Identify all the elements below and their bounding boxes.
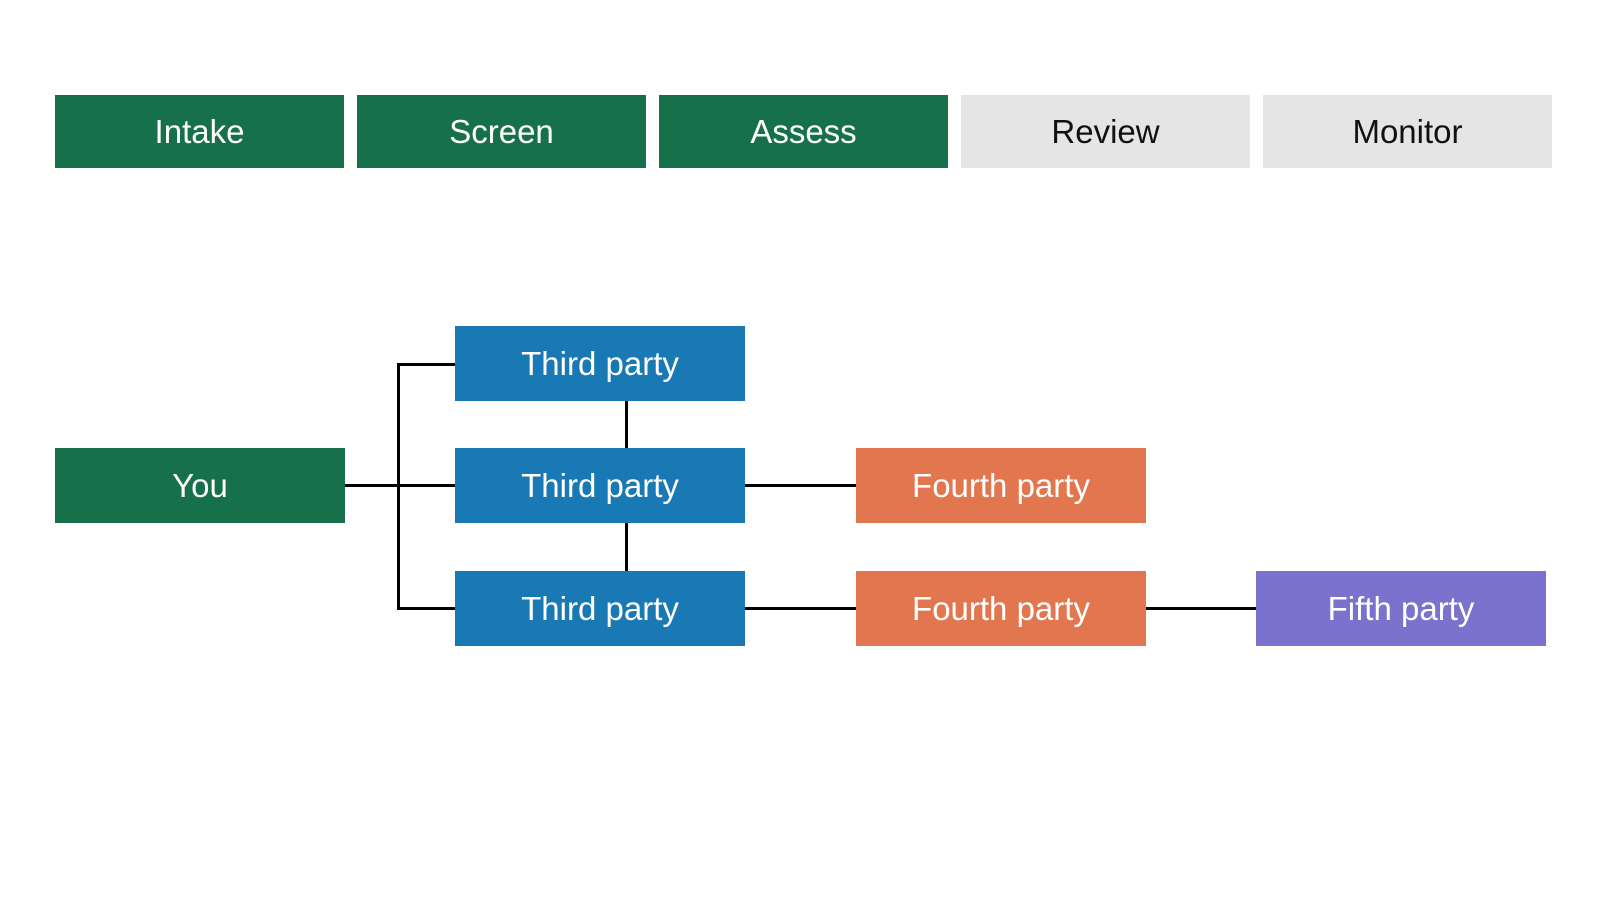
stage-monitor-label: Monitor [1352,113,1463,150]
stage-assess: Assess [659,95,948,168]
node-fifth-1-label: Fifth party [1327,590,1475,627]
stage-intake-label: Intake [154,113,245,150]
node-fourth-2-label: Fourth party [912,590,1090,627]
stage-review-label: Review [1051,113,1160,150]
stage-monitor: Monitor [1263,95,1552,168]
stage-assess-label: Assess [750,113,857,150]
connector-you-to-third-2 [345,484,455,487]
node-third-1-label: Third party [521,345,679,382]
node-third-party-1: Third party [455,326,745,401]
connector-trunk-to-third-1 [397,363,455,366]
workflow-stepper: Intake Screen Assess Review Monitor [55,95,1552,168]
node-fourth-1-label: Fourth party [912,467,1090,504]
connector-trunk-to-third-3 [397,607,455,610]
stage-screen: Screen [357,95,646,168]
stage-intake: Intake [55,95,344,168]
connector-third-2-to-third-3 [625,522,628,572]
node-third-party-3: Third party [455,571,745,646]
node-fifth-party-1: Fifth party [1256,571,1546,646]
node-fourth-party-2: Fourth party [856,571,1146,646]
node-you: You [55,448,345,523]
node-third-party-2: Third party [455,448,745,523]
node-fourth-party-1: Fourth party [856,448,1146,523]
node-you-label: You [172,467,228,504]
node-third-2-label: Third party [521,467,679,504]
stage-screen-label: Screen [449,113,554,150]
connector-third-3-to-fourth-2 [745,607,856,610]
connector-third-1-to-third-2 [625,401,628,449]
stage-review: Review [961,95,1250,168]
connector-third-2-to-fourth-1 [745,484,856,487]
node-third-3-label: Third party [521,590,679,627]
connector-fourth-2-to-fifth-1 [1146,607,1256,610]
connector-trunk-vertical [397,363,400,609]
